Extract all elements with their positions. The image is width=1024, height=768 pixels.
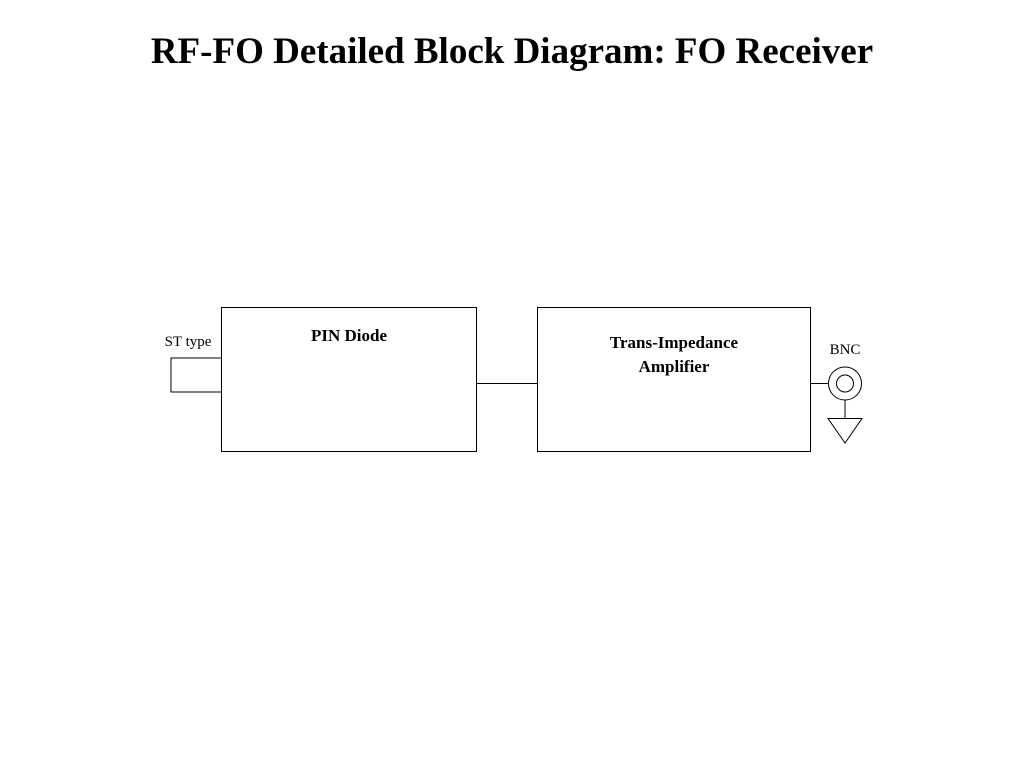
ground-triangle	[827, 418, 863, 444]
page-title: RF-FO Detailed Block Diagram: FO Receive…	[150, 31, 874, 72]
pin-diode-box	[221, 307, 477, 452]
st-type-connector: ST type	[165, 334, 222, 393]
pin-diode-block: PIN Diode	[221, 307, 477, 452]
ground-icon	[827, 400, 863, 444]
bnc-connector: BNC	[828, 342, 862, 401]
tia-label-line2: Amplifier	[639, 357, 710, 376]
bnc-center-pin	[836, 374, 854, 393]
st-connector-body	[170, 357, 222, 393]
tia-block: Trans-Impedance Amplifier	[537, 307, 811, 452]
tia-label-line1: Trans-Impedance	[610, 333, 739, 352]
tia-box	[537, 307, 811, 452]
pin-diode-label: PIN Diode	[311, 326, 387, 345]
bnc-label: BNC	[830, 342, 861, 358]
st-type-label: ST type	[165, 334, 212, 350]
